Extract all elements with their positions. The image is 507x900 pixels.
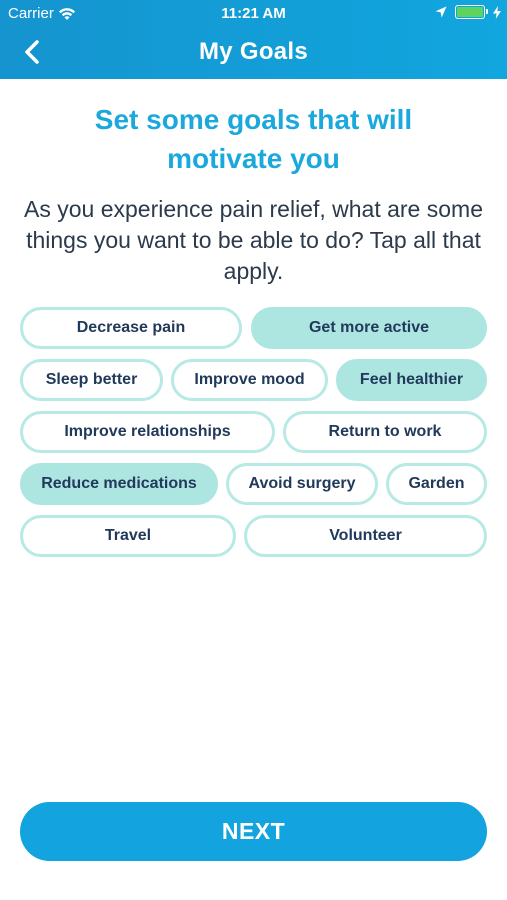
page-title: My Goals <box>198 38 309 65</box>
carrier-info: Carrier <box>8 5 76 22</box>
goal-chip-get-more-active[interactable]: Get more active <box>251 307 487 349</box>
goal-chip-sleep-better[interactable]: Sleep better <box>20 359 163 401</box>
goal-chip-feel-healthier[interactable]: Feel healthier <box>336 359 487 401</box>
next-button[interactable]: NEXT <box>20 802 487 861</box>
nav-bar: My Goals <box>0 28 507 79</box>
location-icon <box>435 6 447 18</box>
goal-chip-improve-relationships[interactable]: Improve relationships <box>20 411 275 453</box>
battery-level <box>457 7 483 17</box>
status-bar: Carrier 11:21 AM <box>0 0 507 28</box>
goal-chip-garden[interactable]: Garden <box>386 463 487 505</box>
goal-chips: Decrease pain Get more active Sleep bett… <box>20 307 487 557</box>
goals-instructions: As you experience pain relief, what are … <box>24 196 483 284</box>
goal-chip-volunteer[interactable]: Volunteer <box>244 515 487 557</box>
header: Carrier 11:21 AM My Goals <box>0 0 507 79</box>
wifi-icon <box>58 7 75 20</box>
battery-icon <box>455 5 488 19</box>
goal-chip-return-to-work[interactable]: Return to work <box>283 411 487 453</box>
goal-chip-reduce-medications[interactable]: Reduce medications <box>20 463 218 505</box>
goal-chip-travel[interactable]: Travel <box>20 515 236 557</box>
status-time: 11:21 AM <box>221 5 286 22</box>
carrier-label: Carrier <box>8 5 54 22</box>
goal-chip-improve-mood[interactable]: Improve mood <box>171 359 328 401</box>
back-button[interactable] <box>16 36 48 68</box>
status-right <box>435 5 501 19</box>
goals-headline: Set some goals that will motivate you <box>94 104 413 174</box>
goal-chip-avoid-surgery[interactable]: Avoid surgery <box>226 463 378 505</box>
charging-icon <box>493 5 501 19</box>
goal-chip-decrease-pain[interactable]: Decrease pain <box>20 307 242 349</box>
chevron-left-icon <box>25 40 39 64</box>
